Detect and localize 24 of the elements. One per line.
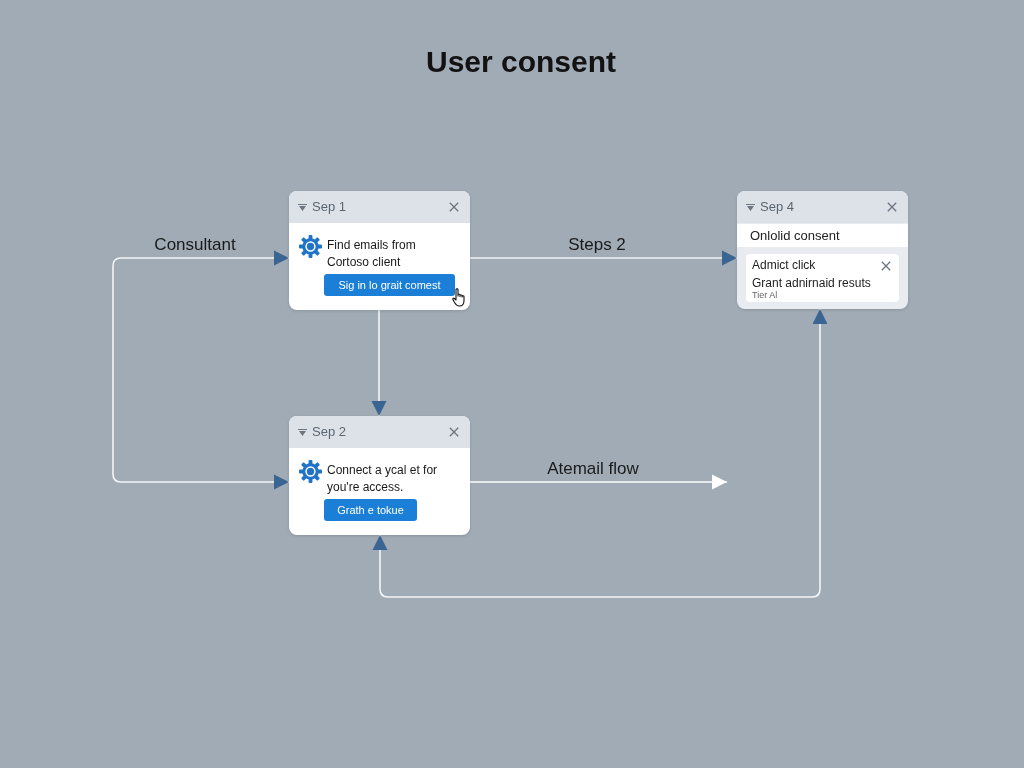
sign-in-button: Sig in lo grait comest xyxy=(324,274,455,296)
grant-button: Grath e tokue xyxy=(324,499,417,521)
notice-caption: Tier Al xyxy=(752,290,778,300)
arrow xyxy=(372,308,828,598)
arrow xyxy=(371,309,387,417)
edge-label: Atemail flow xyxy=(546,459,640,479)
step-description: Connect a ycal et for you're access. xyxy=(327,462,439,496)
step-label: Sep 2 xyxy=(312,424,346,440)
step-label: Sep 4 xyxy=(760,199,794,215)
notice-panel xyxy=(746,254,899,302)
edge-label: Steps 2 xyxy=(567,235,627,255)
arrow xyxy=(469,474,728,490)
edge-label: Consultant xyxy=(153,235,237,255)
arrow xyxy=(469,250,738,266)
consent-card xyxy=(737,191,908,309)
notice-title: Admict click xyxy=(752,258,816,273)
consent-title: Onlolid consent xyxy=(737,224,908,247)
step-label: Sep 1 xyxy=(312,199,346,215)
step-card xyxy=(289,416,470,535)
step-description: Find emails from Cortoso client xyxy=(327,237,417,271)
notice-text: Grant adnirnaid resuts xyxy=(752,276,871,290)
step-card xyxy=(289,191,470,310)
arrow xyxy=(112,250,290,490)
diagram-title: User consent xyxy=(425,44,617,80)
